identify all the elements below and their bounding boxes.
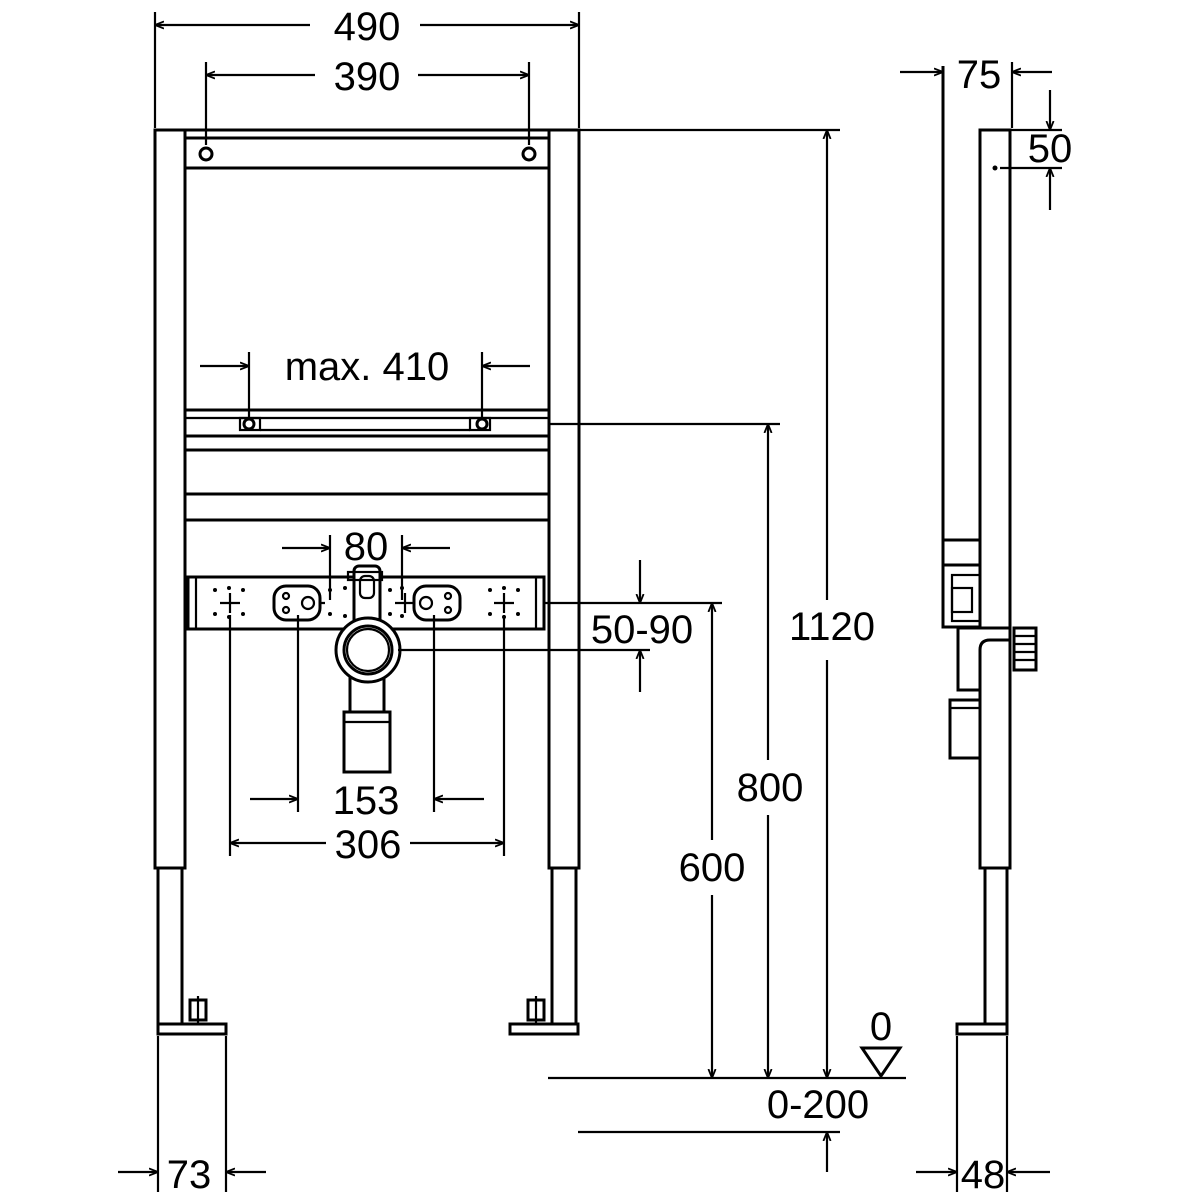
right-post: [547, 128, 581, 870]
left-foot-leg: [156, 866, 184, 1028]
mounting-hole-left: [198, 146, 214, 162]
supply-plate-right: [412, 584, 462, 622]
front-view: [153, 128, 581, 1036]
right-foot-plate: [508, 1022, 580, 1036]
label-outer-spacing: 306: [335, 823, 402, 867]
side-post: [978, 128, 1012, 870]
height-dimensions: [398, 128, 906, 1172]
label-top-hole-spacing: 390: [334, 55, 401, 99]
label-depth: 75: [957, 53, 1002, 97]
top-crossbar: [183, 136, 551, 170]
label-floor-level: 0: [870, 1005, 892, 1049]
left-post: [153, 128, 187, 870]
drain-fitting: [334, 564, 402, 774]
left-foot-plate: [156, 1022, 228, 1036]
label-inner-spacing: 153: [333, 779, 400, 823]
side-view: [941, 66, 1038, 1036]
label-height-total: 1120: [789, 605, 875, 649]
label-supply-height-range: 50-90: [591, 608, 693, 652]
label-supply-height: 600: [679, 846, 746, 890]
label-supply-spacing: 80: [344, 525, 389, 569]
bracket-hole-left: [242, 417, 256, 431]
right-foot-leg: [550, 866, 578, 1028]
label-top-offset: 50: [1028, 127, 1073, 171]
floor-level-symbol: [859, 1046, 903, 1079]
label-foot-adjustment: 0-200: [767, 1083, 869, 1127]
bracket-hole-right: [475, 417, 489, 431]
side-connector: [1012, 626, 1038, 672]
label-foot-width: 73: [167, 1153, 212, 1197]
front-dimensions: [118, 12, 581, 1192]
side-dimensions: [900, 62, 1062, 1192]
label-bracket-spacing: max. 410: [285, 345, 450, 389]
label-bracket-height: 800: [737, 766, 804, 810]
mounting-hole-right: [521, 146, 537, 162]
dimension-labels: 490 390 max. 410 80 50-90 153 306 73 112…: [167, 5, 1073, 1197]
label-width-overall: 490: [334, 5, 401, 49]
label-foot-depth: 48: [961, 1153, 1006, 1197]
